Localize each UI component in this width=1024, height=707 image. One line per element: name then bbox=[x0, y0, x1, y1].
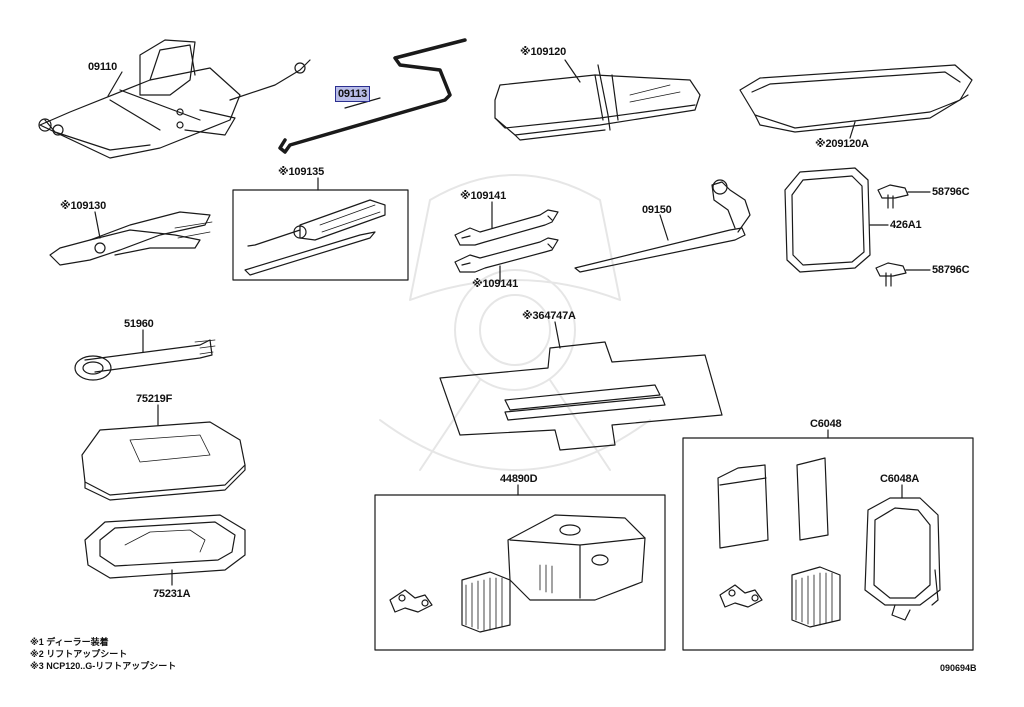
label-handle[interactable]: 09113 bbox=[335, 86, 370, 102]
leader-toolbag bbox=[564, 59, 581, 83]
cover-bag[interactable] bbox=[739, 64, 973, 133]
leader-handle bbox=[344, 97, 381, 109]
label-pliers[interactable]: ※109130 bbox=[60, 200, 106, 212]
luggage-mat[interactable] bbox=[439, 341, 723, 451]
label-clip-top[interactable]: 58796C bbox=[932, 186, 970, 198]
footnote-3: ※3 NCP120..G-リフトアップシート bbox=[30, 661, 177, 671]
label-hook[interactable]: 51960 bbox=[124, 318, 154, 330]
sealant-pads-2[interactable] bbox=[791, 566, 841, 628]
towing-hook[interactable] bbox=[74, 339, 216, 381]
tray-base[interactable] bbox=[84, 514, 246, 579]
clip-top[interactable] bbox=[877, 184, 909, 209]
label-wrench-bottom[interactable]: ※109141 bbox=[472, 278, 518, 290]
footnote-1: ※1 ディーラー装着 bbox=[30, 637, 109, 647]
diagram-code: 090694B bbox=[940, 663, 977, 673]
scissor-jack[interactable] bbox=[38, 39, 311, 159]
compressor-bag[interactable] bbox=[864, 497, 941, 621]
label-tray-top[interactable]: 75219F bbox=[136, 393, 173, 405]
label-frame[interactable]: 426A1 bbox=[890, 219, 922, 231]
repair-kit-box bbox=[374, 494, 666, 651]
clip-bottom[interactable] bbox=[875, 262, 907, 287]
valve-core-tool-2[interactable] bbox=[719, 584, 763, 608]
label-tray-bottom[interactable]: 75231A bbox=[153, 588, 191, 600]
label-mat[interactable]: ※364747A bbox=[522, 310, 576, 322]
label-lug-wrench[interactable]: 09150 bbox=[642, 204, 672, 216]
sealant-pads-1[interactable] bbox=[461, 571, 511, 633]
watermark-logo bbox=[379, 174, 651, 471]
leader-lug-wrench bbox=[659, 214, 669, 241]
open-end-wrench-top[interactable] bbox=[454, 209, 559, 246]
leader-pliers bbox=[94, 211, 101, 239]
label-c6048[interactable]: C6048 bbox=[810, 418, 842, 430]
warning-label[interactable] bbox=[796, 457, 829, 541]
label-repair-kit[interactable]: 44890D bbox=[500, 473, 538, 485]
valve-core-tool-1[interactable] bbox=[389, 589, 433, 613]
label-wrench-top[interactable]: ※109141 bbox=[460, 190, 506, 202]
label-compressor[interactable]: C6048A bbox=[880, 473, 920, 485]
label-screwdriver[interactable]: ※109135 bbox=[278, 166, 324, 178]
screwdriver[interactable] bbox=[244, 199, 386, 276]
tray-lid[interactable] bbox=[81, 421, 246, 501]
footnotes: ※1 ディーラー装着 ※2 リフトアップシート ※3 NCP120..G-リフト… bbox=[30, 636, 176, 672]
tool-bag[interactable] bbox=[494, 64, 701, 141]
leader-bag2 bbox=[849, 121, 856, 139]
label-clip-bottom[interactable]: 58796C bbox=[932, 264, 970, 276]
instruction-card[interactable] bbox=[717, 464, 769, 549]
compressor-unit[interactable] bbox=[507, 514, 646, 601]
leader-mat bbox=[554, 321, 561, 349]
label-toolbag[interactable]: ※109120 bbox=[520, 46, 566, 58]
open-end-wrench-bottom[interactable] bbox=[454, 237, 559, 273]
leader-jack bbox=[107, 71, 123, 97]
label-bag2[interactable]: ※209120A bbox=[815, 138, 869, 150]
jack-handle[interactable] bbox=[278, 38, 467, 154]
label-jack[interactable]: 09110 bbox=[88, 61, 117, 73]
frame-panel[interactable] bbox=[784, 167, 871, 273]
pliers[interactable] bbox=[49, 211, 213, 266]
screwdriver-box bbox=[232, 189, 409, 281]
footnote-2: ※2 リフトアップシート bbox=[30, 649, 128, 659]
lug-wrench[interactable] bbox=[574, 179, 751, 273]
